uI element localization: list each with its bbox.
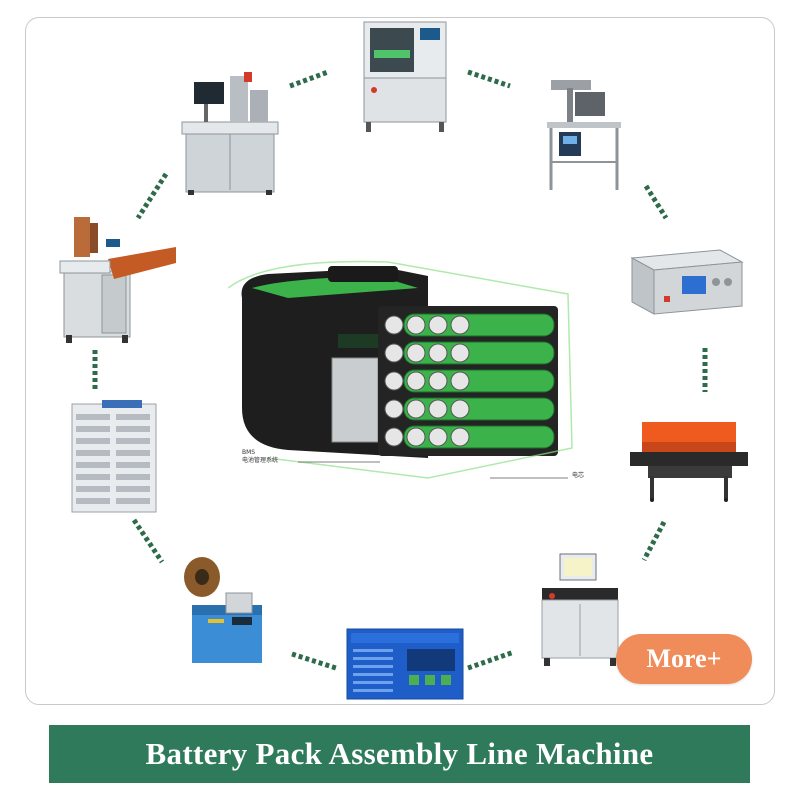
spot-welding-machine-icon (181, 72, 279, 195)
dash-top-right (467, 69, 511, 89)
battery-tester-icon (630, 249, 744, 315)
laser-welding-cabinet-icon (363, 21, 447, 132)
cell-callout: 电芯 (572, 472, 584, 480)
charge-discharge-tester-icon (346, 628, 464, 700)
dash-top-left (289, 69, 329, 89)
dash-left-upper (135, 172, 169, 220)
bms-callout-line2: 电池管理系统 (242, 457, 279, 464)
laser-marking-frame-icon (547, 80, 621, 190)
battery-pack-illustration (228, 260, 573, 479)
dash-bottom-left (291, 651, 337, 671)
tube-cutting-machine-icon (184, 557, 262, 663)
pack-test-station-icon (541, 553, 619, 666)
title-banner: Battery Pack Assembly Line Machine (49, 725, 750, 783)
dash-right-lower (641, 520, 667, 562)
dash-bottom-right (467, 649, 515, 671)
cell-grading-cabinet-icon (71, 400, 157, 513)
cell-callout-line1: 电芯 (572, 472, 585, 479)
dash-left-lower (131, 518, 165, 564)
bms-callout: BMS 电池管理系统 (242, 449, 278, 465)
shrink-tunnel-icon (630, 422, 748, 502)
bms-callout-line1: BMS (242, 449, 256, 456)
more-button[interactable]: More+ (616, 634, 752, 684)
dash-right-upper (643, 184, 669, 220)
copper-busbar-welder-icon (59, 217, 176, 343)
page-title: Battery Pack Assembly Line Machine (145, 736, 654, 771)
